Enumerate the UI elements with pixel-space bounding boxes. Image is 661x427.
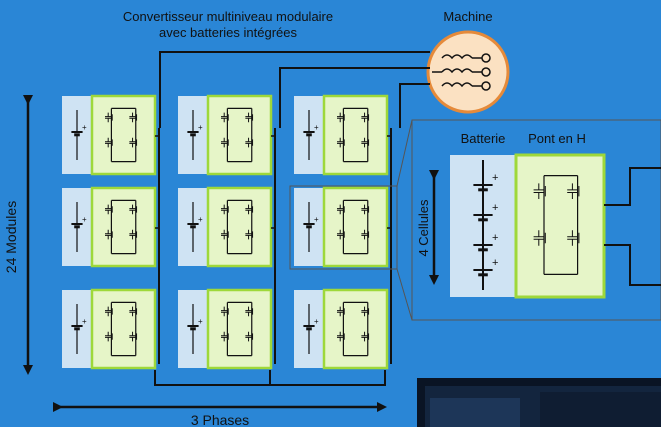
battery-module: + (178, 96, 276, 174)
battery-label: Batterie (461, 131, 506, 146)
svg-text:+: + (82, 123, 87, 132)
h-bridge-block (516, 155, 604, 297)
svg-text:+: + (492, 202, 498, 214)
svg-text:+: + (198, 215, 203, 224)
bridge-label: Pont en H (528, 131, 586, 146)
cells-label: 4 Cellules (416, 199, 431, 257)
svg-text:+: + (198, 123, 203, 132)
svg-text:+: + (82, 317, 87, 326)
svg-text:+: + (492, 257, 498, 269)
battery-module: + (62, 188, 160, 266)
machine-label: Machine (443, 9, 492, 24)
battery-module: + (294, 96, 392, 174)
svg-text:+: + (314, 317, 319, 326)
svg-text:+: + (492, 232, 498, 244)
svg-text:+: + (492, 172, 498, 184)
svg-text:+: + (314, 123, 319, 132)
phase-bottom-wires (155, 370, 385, 385)
battery-module: + (178, 290, 271, 368)
battery-module: + (62, 96, 160, 174)
detail-panel: Batterie Pont en H + + + + (412, 120, 661, 320)
photo-inset (417, 378, 661, 427)
module-grid: + + + + + + + + + (62, 96, 392, 368)
machine-icon (428, 32, 508, 112)
battery-module: + (62, 290, 155, 368)
battery-module: + (294, 290, 387, 368)
svg-text:+: + (314, 215, 319, 224)
svg-text:+: + (198, 317, 203, 326)
modules-label: 24 Modules (3, 201, 19, 273)
battery-module: + (178, 188, 276, 266)
title-line-1: Convertisseur multiniveau modulaire (123, 9, 333, 24)
svg-text:+: + (82, 215, 87, 224)
title-line-2: avec batteries intégrées (159, 25, 298, 40)
phases-label: 3 Phases (191, 412, 249, 427)
battery-module: + (294, 188, 392, 266)
